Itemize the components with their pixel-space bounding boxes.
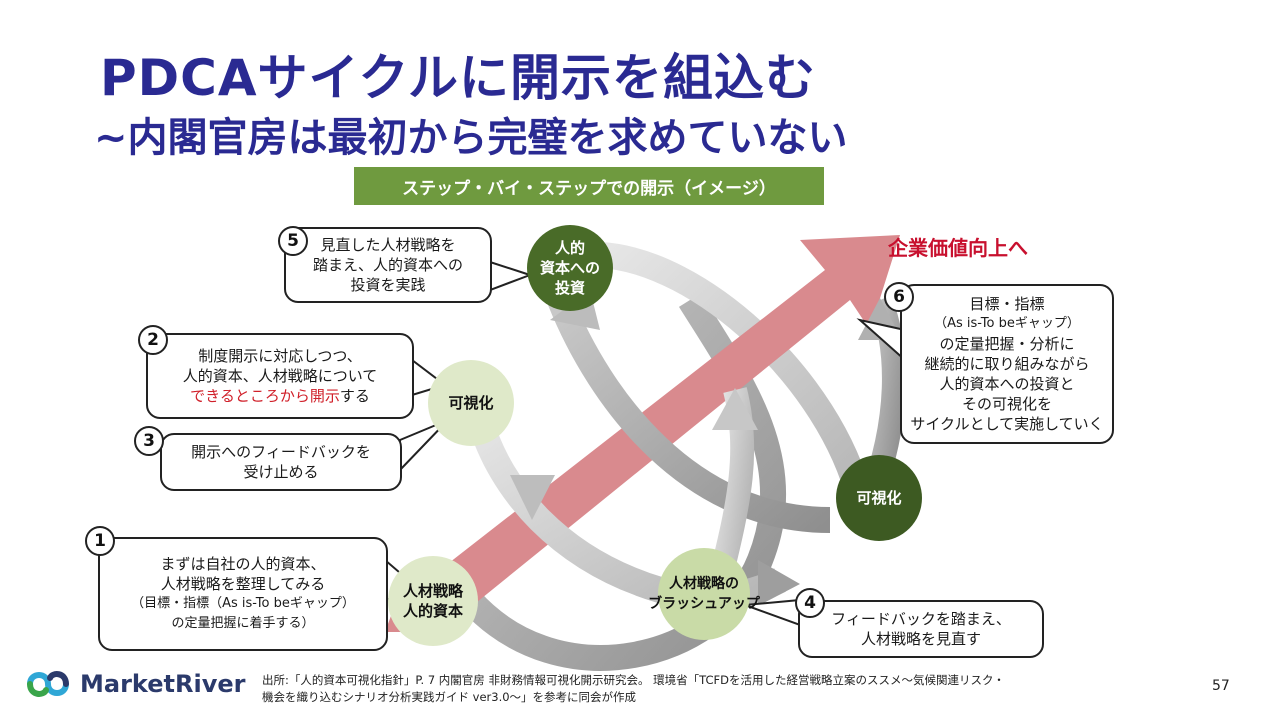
node-investment-line2: 資本への <box>539 259 600 277</box>
step-number-2: 2 <box>138 325 168 355</box>
diagram-banner: ステップ・バイ・ステップでの開示（イメージ） <box>354 167 824 205</box>
node-brushup-line1: 人材戦略の <box>669 576 739 592</box>
brand-logo-icon <box>27 671 69 697</box>
page-subtitle: ~内閣官房は最初から完璧を求めていない <box>94 115 848 161</box>
step-number-1: 1 <box>85 526 115 556</box>
callout-step-6: 目標・指標 （As is-To beギャップ） の定量把握・分析に 継続的に取り… <box>900 284 1114 444</box>
callout-6-line7: サイクルとして実施していく <box>910 415 1104 433</box>
step-number-5: 5 <box>278 226 308 256</box>
callout-6-line4: 継続的に取り組みながら <box>924 355 1090 373</box>
callout-1-line1: まずは自社の人的資本、 <box>160 555 326 573</box>
arrowhead-up-1 <box>712 388 758 430</box>
callout-2-tail-text: する <box>339 387 370 405</box>
step-number-3: 3 <box>134 426 164 456</box>
step-number-6: 6 <box>884 282 914 312</box>
node-investment: 人的 資本への 投資 <box>527 225 613 311</box>
callout-1-line4: の定量把握に着手する） <box>171 616 315 631</box>
callout-2-line3: できるところから開示する <box>148 386 412 406</box>
callout-6-line6: その可視化を <box>961 395 1052 413</box>
callout-2-line2: 人的資本、人材戦略について <box>182 367 378 385</box>
node-hr-strategy: 人材戦略 人的資本 <box>388 556 478 646</box>
callout-3-line2: 受け止める <box>243 463 319 481</box>
callout-1-line2: 人材戦略を整理してみる <box>160 575 326 593</box>
callout-5-line2: 踏まえ、人的資本への <box>312 256 463 274</box>
callout-4-line2: 人材戦略を見直す <box>860 630 981 648</box>
callout-3-line1: 開示へのフィードバックを <box>191 443 371 461</box>
callout-5-line1: 見直した人材戦略を <box>320 236 456 254</box>
goal-label: 企業価値向上へ <box>888 236 1028 260</box>
node-hr-strategy-line1: 人材戦略 <box>402 582 463 600</box>
callout-6-line2: （As is-To beギャップ） <box>934 316 1080 331</box>
node-visualization-1-label: 可視化 <box>448 394 494 412</box>
spiral-band-5 <box>547 295 831 533</box>
callout-6-line3: の定量把握・分析に <box>939 335 1075 353</box>
callout-5-line3: 投資を実践 <box>350 276 426 294</box>
source-line-1: 出所:「人的資本可視化指針」P. 7 内閣官房 非財務情報可視化開示研究会。 環… <box>262 673 1005 687</box>
node-hr-strategy-line2: 人的資本 <box>402 602 463 620</box>
callout-2-line1: 制度開示に対応しつつ、 <box>198 347 362 365</box>
node-visualization-2: 可視化 <box>836 455 922 541</box>
brand-name: MarketRiver <box>80 670 246 698</box>
callout-step-4: フィードバックを踏まえ、 人材戦略を見直す <box>798 600 1044 658</box>
step-number-4: 4 <box>795 588 825 618</box>
callout-4-line1: フィードバックを踏まえ、 <box>831 610 1011 628</box>
callout-5-tail <box>489 260 534 292</box>
callout-6-line1: 目標・指標 <box>969 295 1045 313</box>
source-line-2: 機会を織り込むシナリオ分析実践ガイド ver3.0～」を参考に同会が作成 <box>262 690 637 704</box>
callout-1-line3: （目標・指標（As is-To beギャップ） <box>131 596 355 611</box>
node-visualization-2-label: 可視化 <box>856 489 902 507</box>
page-title: PDCAサイクルに開示を組込む <box>100 49 817 107</box>
arrowhead-right-1 <box>758 560 800 606</box>
callout-step-1: まずは自社の人的資本、 人材戦略を整理してみる （目標・指標（As is-To … <box>98 537 388 651</box>
arrowhead-down-1 <box>510 475 555 520</box>
node-investment-line1: 人的 <box>554 239 585 257</box>
node-brushup-line2: ブラッシュアップ <box>648 596 760 612</box>
callout-6-line5: 人的資本への投資と <box>939 375 1075 393</box>
callout-step-5: 見直した人材戦略を 踏まえ、人的資本への 投資を実践 <box>284 227 492 303</box>
node-visualization-1: 可視化 <box>428 360 514 446</box>
callout-step-3: 開示へのフィードバックを 受け止める <box>160 433 402 491</box>
brand-logo: MarketRiver <box>22 664 245 704</box>
node-brushup: 人材戦略の ブラッシュアップ <box>648 548 760 640</box>
page-number: 57 <box>1212 678 1230 694</box>
source-note: 出所:「人的資本可視化指針」P. 7 内閣官房 非財務情報可視化開示研究会。 環… <box>262 672 1192 706</box>
callout-2-highlight: できるところから開示 <box>190 387 340 405</box>
node-investment-line3: 投資 <box>554 279 585 297</box>
callout-step-2: 制度開示に対応しつつ、 人的資本、人材戦略について できるところから開示する <box>146 333 414 419</box>
